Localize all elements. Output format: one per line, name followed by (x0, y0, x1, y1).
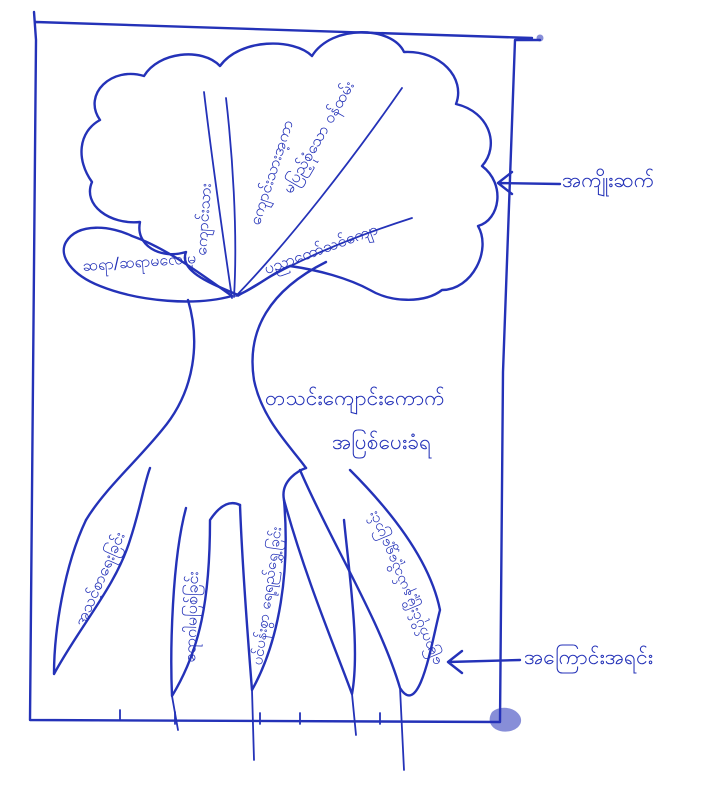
core-problem-line-1: တသင်းကျောင်းကောက် (265, 388, 445, 409)
arrow-to-roots (448, 651, 520, 673)
trunk-right-edge (253, 262, 327, 468)
frame-corner-dot (537, 35, 544, 42)
root-tip-2 (252, 690, 254, 760)
root-tip-3 (400, 688, 404, 770)
root-cause-label: ရောဂါမပြစ်ခြင်း (182, 571, 201, 662)
ink-blot (490, 708, 521, 732)
root-outline-5 (300, 470, 440, 695)
root-tip-4 (352, 694, 356, 735)
core-problem-line-2: အပြစ်ပေးခံရ (332, 432, 431, 453)
effect-label: အကျိုးဆက် (562, 170, 654, 191)
arrow-to-crown (498, 172, 560, 194)
trunk-left-edge (86, 300, 194, 520)
root-outline-4 (284, 500, 355, 694)
cause-label: အကြောင်းအရင်း (524, 647, 653, 668)
